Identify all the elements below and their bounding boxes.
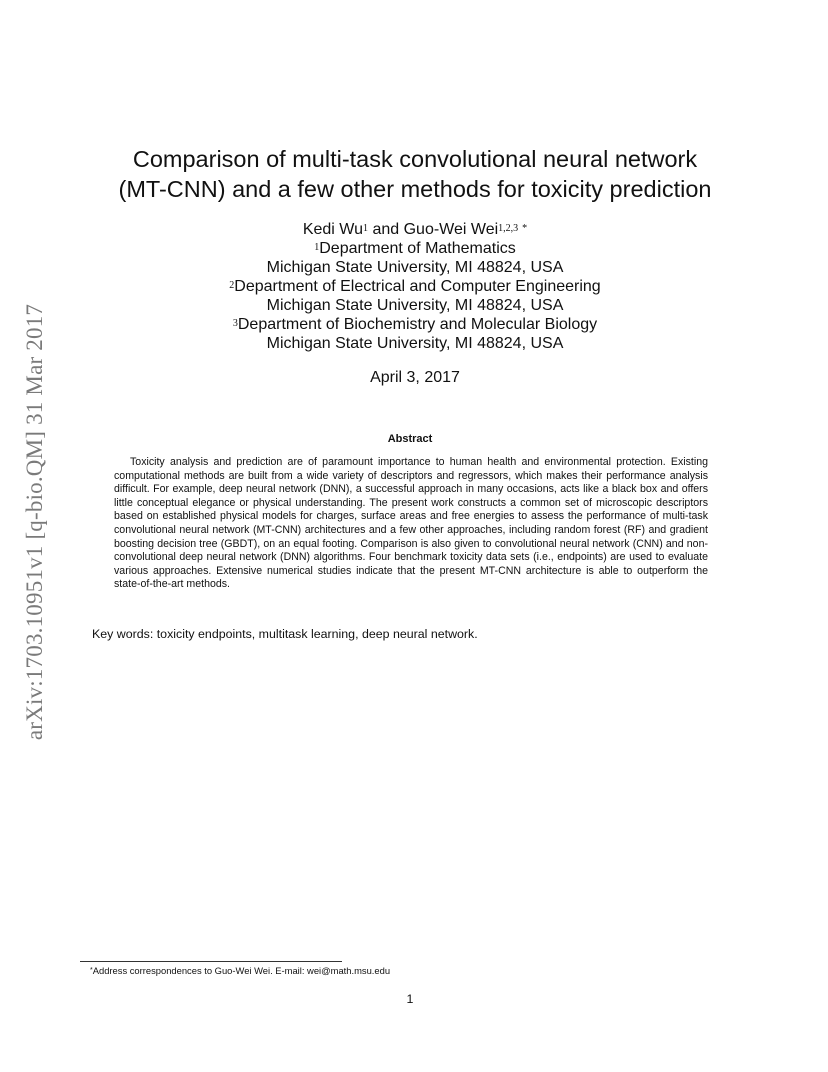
affiliation-2-department: 2Department of Electrical and Computer E…: [160, 277, 670, 296]
author-line: Kedi Wu1 and Guo-Wei Wei1,2,3*: [160, 220, 670, 239]
affiliation-1-marker: 1: [314, 242, 320, 253]
abstract-body: Toxicity analysis and prediction are of …: [114, 456, 708, 592]
author-1-affiliation-marker: 1: [363, 223, 369, 234]
keywords-line: Key words: toxicity endpoints, multitask…: [92, 627, 478, 641]
affiliation-1-department-text: Department of Mathematics: [319, 240, 516, 257]
affiliation-3-marker: 3: [232, 318, 238, 329]
author-name-2: Guo-Wei Wei: [403, 221, 499, 238]
author-connector: and: [368, 221, 404, 238]
corresponding-author-marker: *: [522, 223, 528, 234]
arxiv-identifier-stamp: arXiv:1703.10951v1 [q-bio.QM] 31 Mar 201…: [20, 262, 50, 782]
affiliation-1-institution: Michigan State University, MI 48824, USA: [266, 259, 564, 276]
footnote: *Address correspondences to Guo-Wei Wei.…: [90, 964, 730, 977]
author-block: Kedi Wu1 and Guo-Wei Wei1,2,3* 1Departme…: [160, 220, 670, 353]
arxiv-identifier-text: arXiv:1703.10951v1 [q-bio.QM] 31 Mar 201…: [22, 303, 47, 741]
affiliation-2-institution: Michigan State University, MI 48824, USA: [266, 297, 564, 314]
abstract-heading: Abstract: [387, 433, 433, 445]
author-name-1: Kedi Wu: [302, 221, 364, 238]
abstract-text: Toxicity analysis and prediction are of …: [114, 456, 708, 591]
affiliation-3-department-text: Department of Biochemistry and Molecular…: [237, 316, 598, 333]
footnote-text: Address correspondences to Guo-Wei Wei. …: [92, 965, 391, 976]
affiliation-1-department: 1Department of Mathematics: [160, 239, 670, 258]
paper-title-line-2: (MT-CNN) and a few other methods for tox…: [118, 176, 712, 202]
paper-title: Comparison of multi-task convolutional n…: [95, 144, 735, 204]
footnote-marker: *: [90, 967, 93, 974]
author-2-affiliation-marker: 1,2,3: [498, 223, 519, 234]
affiliation-2-department-text: Department of Electrical and Computer En…: [234, 278, 601, 295]
publication-date: April 3, 2017: [370, 369, 460, 386]
footnote-divider: [80, 961, 342, 962]
affiliation-2-marker: 2: [229, 280, 235, 291]
paper-title-line-1: Comparison of multi-task convolutional n…: [132, 146, 698, 172]
page-number: 1: [406, 992, 414, 1006]
affiliation-3-institution: Michigan State University, MI 48824, USA: [266, 335, 564, 352]
affiliation-3-department: 3Department of Biochemistry and Molecula…: [160, 315, 670, 334]
